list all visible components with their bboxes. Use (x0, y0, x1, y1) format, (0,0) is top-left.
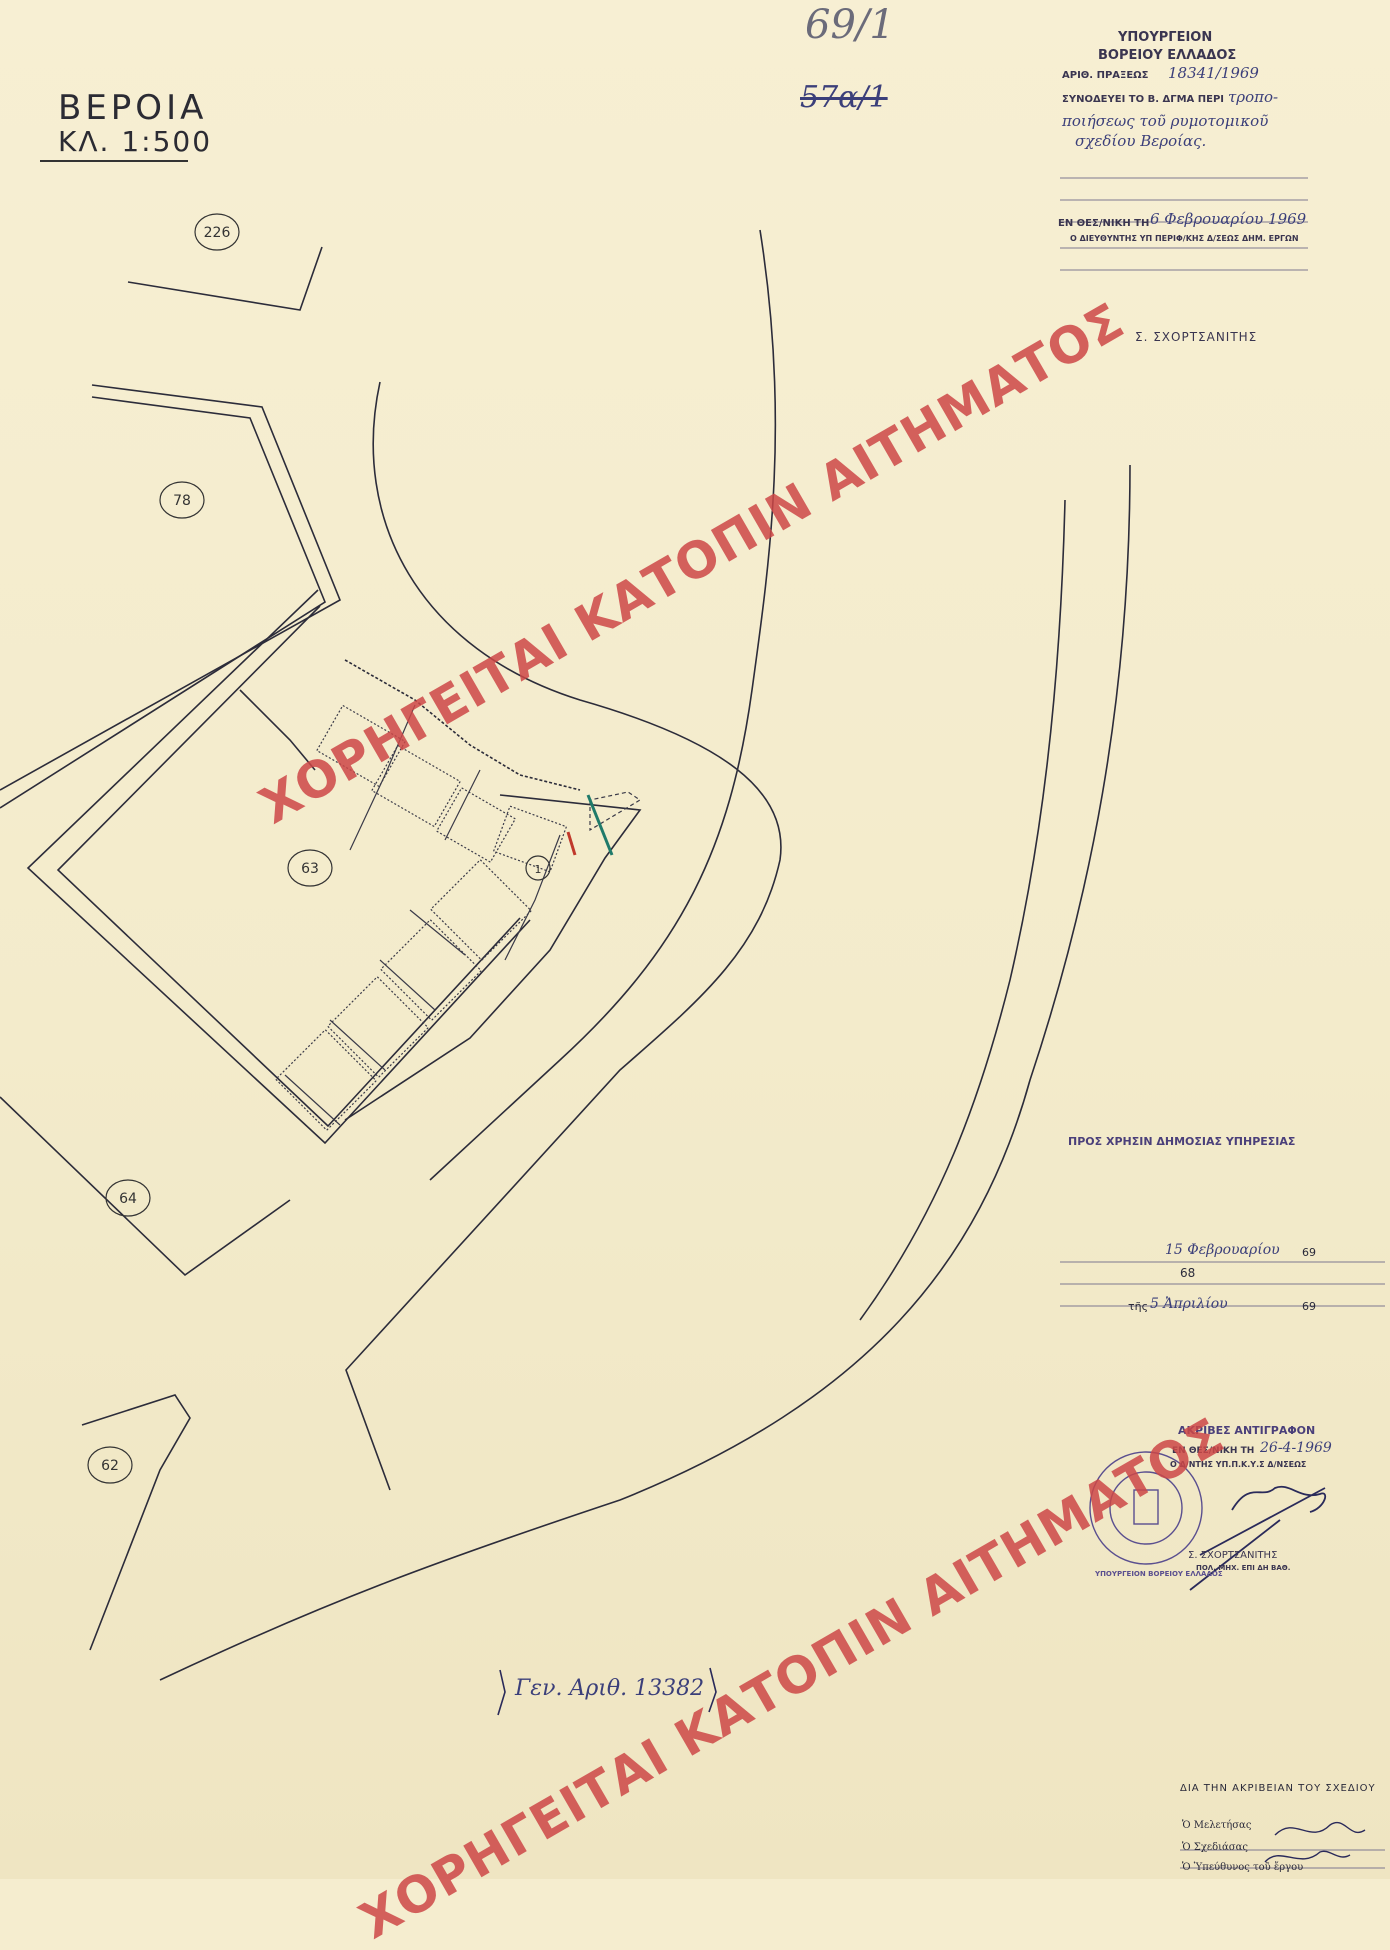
responsible-label: Ὁ Ὑπεύθυνος τοῦ ἔργου (1182, 1862, 1304, 1873)
protocol-label: ΑΡΙΘ. ΠΡΑΞΕΩΣ (1062, 70, 1149, 81)
seal-text: ΥΠΟΥΡΓΕΙΟΝ ΒΟΡΕΙΟΥ ΕΛΛΑΔΟΣ (1095, 1570, 1223, 1578)
signature-mark (1189, 1485, 1327, 1591)
accompanies-text-3: σχεδίου Βεροίας. (1075, 132, 1207, 150)
block-64-edge (0, 1096, 291, 1277)
parcel-label-226: 226 (204, 225, 231, 241)
public-use-line1-date: 15 Φεβρουαρίου (1165, 1242, 1280, 1258)
parcel-circle-64 (105, 1179, 151, 1217)
accompanies-label: ΣΥΝΟΔΕΥΕΙ ΤΟ Β. ΔΓΜΑ ΠΕΡΙ (1062, 94, 1225, 105)
parcel-circle-1 (525, 855, 551, 881)
public-use-line2-value: 68 (1180, 1266, 1196, 1280)
copy-date-value: 26-4-1969 (1260, 1440, 1332, 1456)
block-78-outer (0, 384, 342, 791)
block-78-inner (0, 396, 326, 809)
title-underline (40, 160, 188, 162)
road-line-1 (429, 229, 777, 1181)
block-62-edge (81, 1394, 191, 1651)
map-drawing: 226 78 63 64 62 1 (0, 177, 1385, 1869)
director-label: Ο ΔΙΕΥΘΥΝΤΗΣ ΥΠ ΠΕΡΙΦ/ΚΗΣ Δ/ΣΕΩΣ ΔΗΜ. ΕΡ… (1070, 234, 1299, 243)
drafter-signature (1264, 1850, 1351, 1863)
public-use-line3-year: 69 (1302, 1300, 1316, 1313)
parcel-label-78: 78 (173, 493, 191, 509)
protocol-number: 18341/1969 (1168, 64, 1259, 82)
road-edge-226 (127, 246, 323, 311)
map-scale: ΚΛ. 1:500 (58, 125, 213, 158)
public-use-line1-year: 69 (1302, 1246, 1316, 1259)
drafter-label: Ὁ Σχεδιάσας (1182, 1842, 1248, 1853)
header-signatory: Σ. ΣΧΟΡΤΣΑΝΙΤΗΣ (1135, 330, 1258, 344)
place-date-value: 6 Φεβρουαρίου 1969 (1150, 210, 1307, 228)
parcel-circle-78 (159, 481, 205, 519)
public-use-line3-date: 5 Ἀπριλίου (1150, 1296, 1228, 1312)
copy-signatory-sub: ΠΟΛ. ΜΗΧ. ΕΠΙ ΔΗ ΒΑΘ. (1196, 1564, 1291, 1572)
handwritten-ref: 69/1 (805, 2, 895, 48)
copy-date-label: ΕΝ ΘΕΣ/ΝΙΚΗ ΤΗ (1172, 1446, 1255, 1456)
road-line-3 (859, 499, 1066, 1321)
red-boundary-mark (566, 831, 577, 856)
gen-number: Γεν. Αριθ. 13382 (515, 1676, 705, 1701)
accompanies-text-1: τροπο- (1228, 88, 1279, 106)
map-title: ΒΕΡΟΙΑ (58, 88, 208, 128)
place-date-label: ΕΝ ΘΕΣ/ΝΙΚΗ ΤΗ (1058, 218, 1150, 229)
block-63-outer (26, 589, 531, 1145)
copy-heading: ΑΚΡΙΒΕΣ ΑΝΤΙΓΡΑΦΟΝ (1178, 1424, 1316, 1437)
accompanies-text-2: ποιήσεως τοῦ ρυμοτομικοῦ (1062, 112, 1269, 130)
accuracy-heading: ΔΙΑ ΤΗΝ ΑΚΡΙΒΕΙΑΝ ΤΟΥ ΣΧΕΔΙΟΥ (1180, 1783, 1376, 1794)
seal-stamp (1089, 1451, 1203, 1565)
ministry-line-1: ΥΠΟΥΡΓΕΙΟΝ (1118, 30, 1213, 45)
parcel-label-63: 63 (301, 861, 319, 877)
parcel-circle-63 (287, 849, 333, 887)
parcel-circle-62 (87, 1446, 133, 1484)
green-boundary-mark (586, 794, 614, 856)
designer-label: Ὁ Μελετήσας (1182, 1820, 1252, 1831)
parcel-label-62: 62 (101, 1458, 119, 1474)
parcel-circle-226 (194, 213, 240, 251)
parcel-label-64: 64 (119, 1191, 137, 1207)
block-63-inner (56, 605, 521, 1128)
handwritten-ref-struck: 57α/1 (800, 80, 888, 115)
copy-signatory: Σ. ΣΧΟΡΤΣΑΝΙΤΗΣ (1188, 1550, 1278, 1561)
public-use-heading: ΠΡΟΣ ΧΡΗΣΙΝ ΔΗΜΟΣΙΑΣ ΥΠΗΡΕΣΙΑΣ (1068, 1135, 1296, 1148)
ministry-line-2: ΒΟΡΕΙΟΥ ΕΛΛΑΔΟΣ (1098, 48, 1237, 63)
public-use-line3-prefix: τῆς (1128, 1300, 1149, 1313)
parcel-label-1: 1 (535, 863, 542, 876)
designer-signature (1274, 1822, 1366, 1836)
road-line-2 (159, 464, 1131, 1681)
copy-role-label: Ο Δ/ΝΤΗΣ ΥΠ.Π.Κ.Υ.Σ Δ/ΝΣΕΩΣ (1170, 1460, 1307, 1469)
road-curve-inner (345, 381, 782, 1491)
